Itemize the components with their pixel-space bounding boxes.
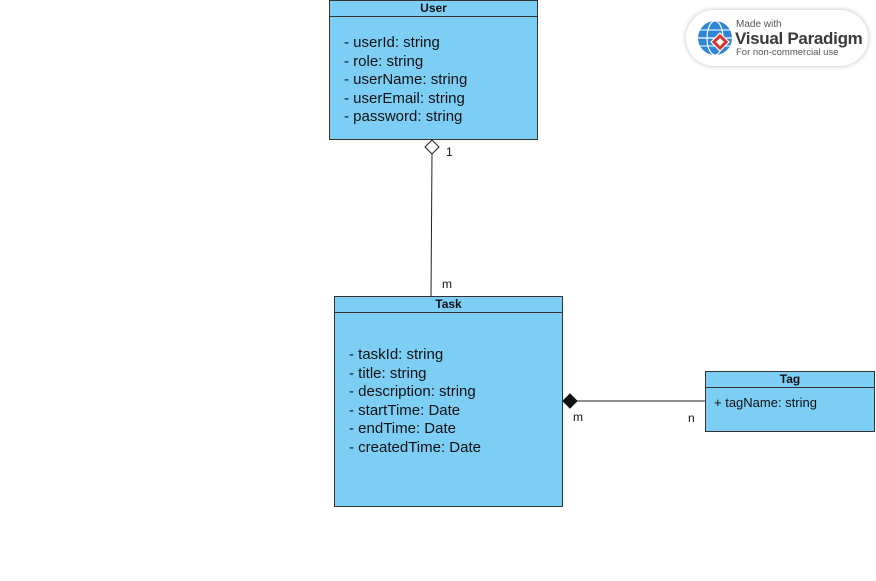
tag-attribute: + tagName: string (714, 395, 817, 410)
task-attribute: - description: string (349, 383, 476, 400)
user-task-target-multiplicity: m (442, 277, 452, 291)
user-task-association-line (430, 153, 433, 297)
user-attribute: - userEmail: string (344, 89, 465, 107)
task-class-name: Task (335, 297, 562, 313)
user-class[interactable]: User - userId: string - role: string - u… (329, 0, 538, 140)
tag-class-name: Tag (706, 372, 874, 388)
user-attribute: - role: string (344, 52, 424, 70)
watermark-brand: Visual Paradigm (735, 29, 863, 48)
user-attribute: - userName: string (344, 71, 468, 88)
user-class-name: User (330, 1, 537, 17)
user-task-source-multiplicity: 1 (446, 145, 453, 159)
user-attribute: - password: string (344, 108, 463, 125)
tag-attribute-list: + tagName: string (706, 388, 874, 413)
watermark-note: For non-commercial use (736, 47, 839, 58)
task-attribute: - taskId: string (349, 346, 444, 363)
visual-paradigm-logo-icon (698, 20, 732, 56)
tag-class[interactable]: Tag + tagName: string (705, 371, 875, 432)
task-tag-target-multiplicity: n (688, 411, 695, 425)
task-attribute: - startTime: Date (349, 401, 461, 419)
user-attribute: - userId: string (344, 34, 440, 51)
composition-diamond-icon (562, 393, 578, 409)
task-attribute: - createdTime: Date (349, 438, 481, 456)
visual-paradigm-badge: Made with Visual Paradigm For non-commer… (686, 10, 868, 66)
watermark-made-with: Made with (736, 19, 782, 30)
task-tag-source-multiplicity: m (573, 410, 583, 424)
task-class[interactable]: Task - taskId: string - title: string - … (334, 296, 563, 507)
task-attribute-list: - taskId: string - title: string - descr… (335, 313, 562, 457)
aggregation-diamond-icon (424, 139, 440, 155)
user-attribute-list: - userId: string - role: string - userNa… (330, 17, 537, 127)
task-attribute: - endTime: Date (349, 420, 456, 437)
task-attribute: - title: string (349, 364, 427, 382)
